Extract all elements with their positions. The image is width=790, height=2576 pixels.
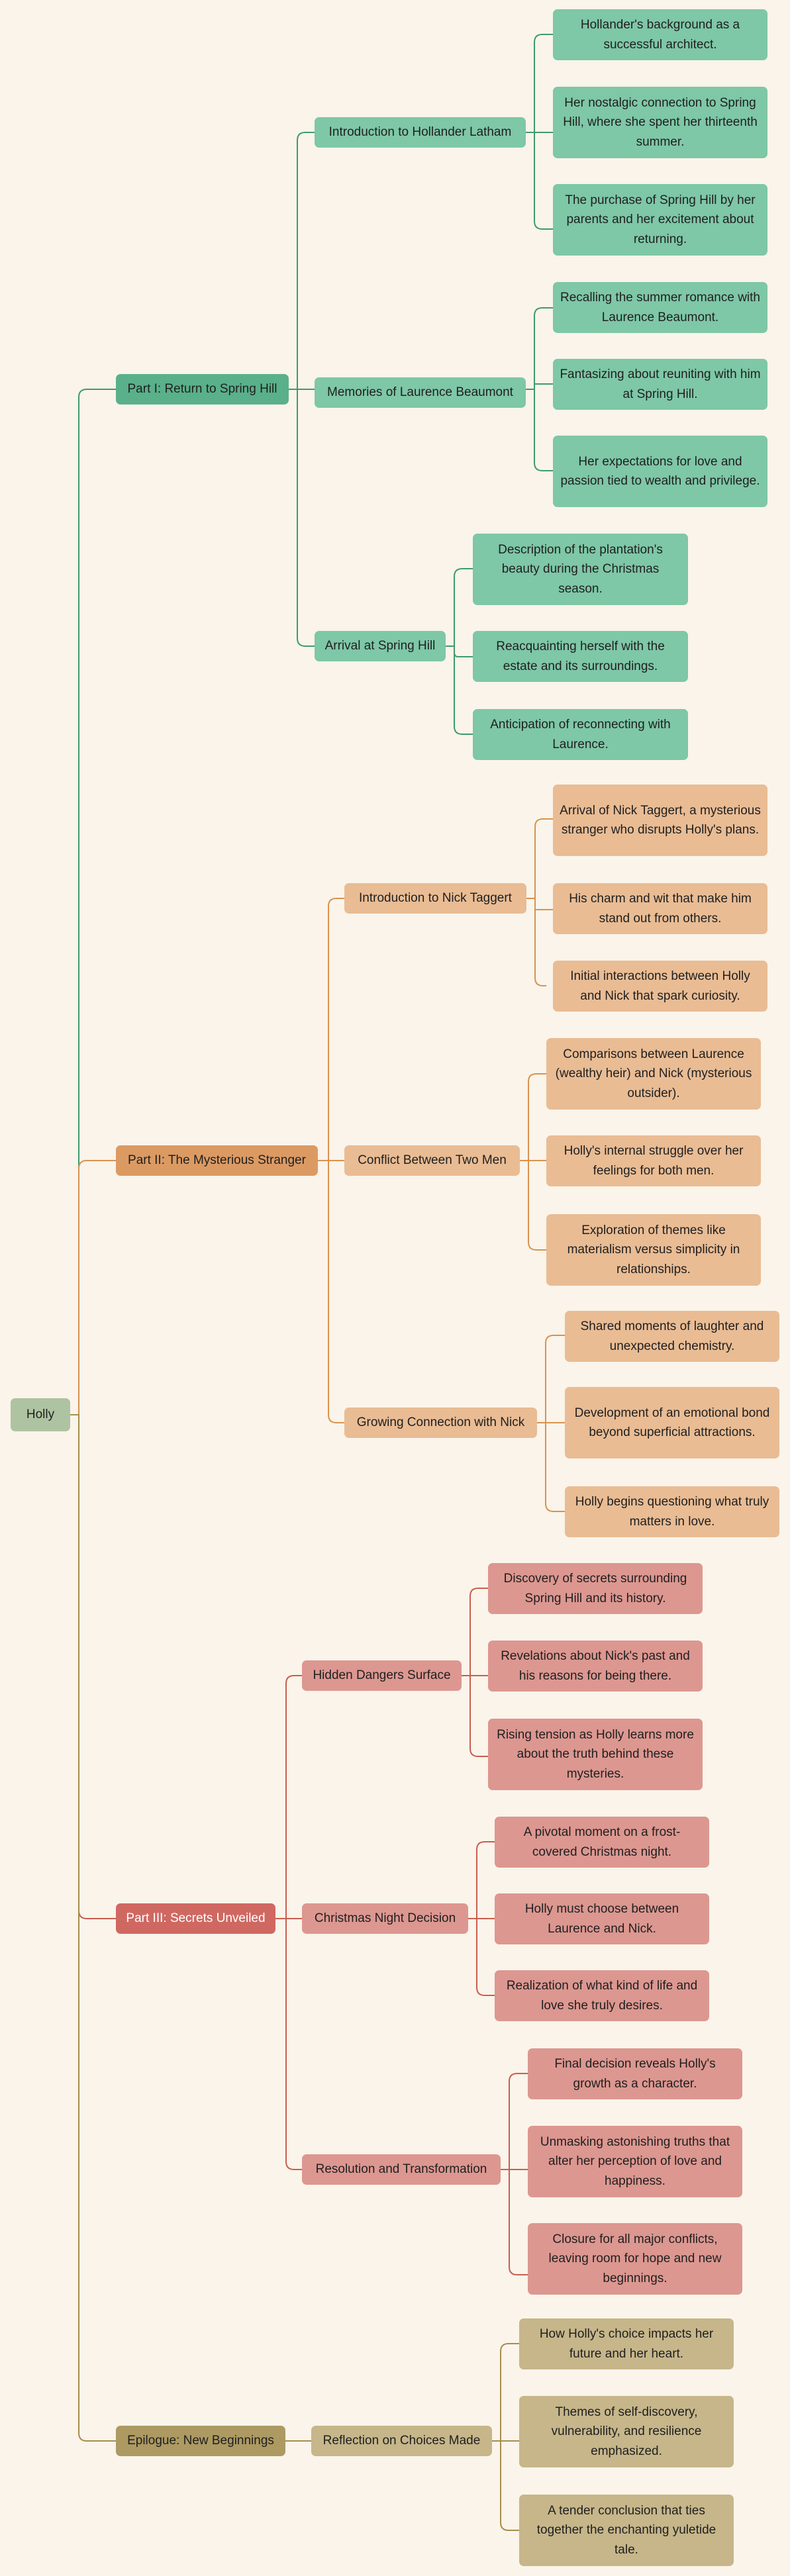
detail-node: Unmasking astonishing truths that alter … [528, 2126, 742, 2197]
detail-node: Closure for all major conflicts, leaving… [528, 2223, 742, 2295]
section-node-arrival-spring-hill: Arrival at Spring Hill [315, 631, 446, 661]
detail-node: Realization of what kind of life and lov… [495, 1970, 709, 2021]
section-node-christmas-night: Christmas Night Decision [302, 1903, 468, 1934]
detail-node: Final decision reveals Holly's growth as… [528, 2048, 742, 2099]
detail-node: Revelations about Nick's past and his re… [488, 1641, 703, 1692]
root-node: Holly [11, 1398, 70, 1431]
detail-node: The purchase of Spring Hill by her paren… [553, 184, 767, 256]
detail-node: Her nostalgic connection to Spring Hill,… [553, 87, 767, 158]
edge-p1-s3 [289, 389, 315, 647]
part-node-part3: Part III: Secrets Unveiled [116, 1903, 275, 1934]
edge-root-epilogue [70, 1414, 116, 2442]
edge-root-part2 [70, 1160, 116, 1415]
section-node-introduction-nick: Introduction to Nick Taggert [344, 883, 526, 914]
section-node-growing-connection: Growing Connection with Nick [344, 1407, 537, 1438]
detail-node: Themes of self-discovery, vulnerability,… [519, 2396, 734, 2467]
detail-node: Anticipation of reconnecting with Lauren… [473, 709, 688, 760]
detail-node: A tender conclusion that ties together t… [519, 2495, 734, 2566]
section-node-conflict-two-men: Conflict Between Two Men [344, 1145, 520, 1176]
detail-node: Reacquainting herself with the estate an… [473, 631, 688, 682]
detail-node: His charm and wit that make him stand ou… [553, 883, 767, 934]
detail-node: Holly must choose between Laurence and N… [495, 1893, 709, 1944]
detail-node: Shared moments of laughter and unexpecte… [565, 1311, 779, 1362]
edge-p1-s1 [289, 132, 315, 390]
detail-node: Arrival of Nick Taggert, a mysterious st… [553, 785, 767, 856]
section-node-hidden-dangers: Hidden Dangers Surface [302, 1660, 462, 1691]
detail-node: Description of the plantation's beauty d… [473, 534, 688, 605]
detail-node: Rising tension as Holly learns more abou… [488, 1719, 703, 1790]
edge-root-part1 [70, 389, 116, 1415]
detail-node: Initial interactions between Holly and N… [553, 961, 767, 1012]
edge-root-part3 [70, 1414, 116, 1919]
detail-node: Recalling the summer romance with Lauren… [553, 282, 767, 333]
section-node-introduction-hollander: Introduction to Hollander Latham [315, 117, 526, 148]
detail-node: A pivotal moment on a frost-covered Chri… [495, 1817, 709, 1868]
detail-node: Hollander's background as a successful a… [553, 9, 767, 60]
detail-node: Fantasizing about reuniting with him at … [553, 359, 767, 410]
part-node-part1: Part I: Return to Spring Hill [116, 374, 289, 405]
detail-node: Comparisons between Laurence (wealthy he… [546, 1038, 761, 1110]
detail-node: Holly's internal struggle over her feeli… [546, 1135, 761, 1186]
detail-node: Development of an emotional bond beyond … [565, 1387, 779, 1458]
part-node-part2: Part II: The Mysterious Stranger [116, 1145, 318, 1176]
part-node-epilogue: Epilogue: New Beginnings [116, 2426, 285, 2456]
section-node-reflection: Reflection on Choices Made [311, 2426, 492, 2456]
section-node-memories-laurence: Memories of Laurence Beaumont [315, 377, 526, 408]
detail-node: How Holly's choice impacts her future an… [519, 2318, 734, 2369]
detail-node: Exploration of themes like materialism v… [546, 1214, 761, 1286]
section-node-resolution: Resolution and Transformation [302, 2154, 501, 2185]
detail-node: Her expectations for love and passion ti… [553, 436, 767, 507]
detail-node: Holly begins questioning what truly matt… [565, 1486, 779, 1537]
detail-node: Discovery of secrets surrounding Spring … [488, 1563, 703, 1614]
